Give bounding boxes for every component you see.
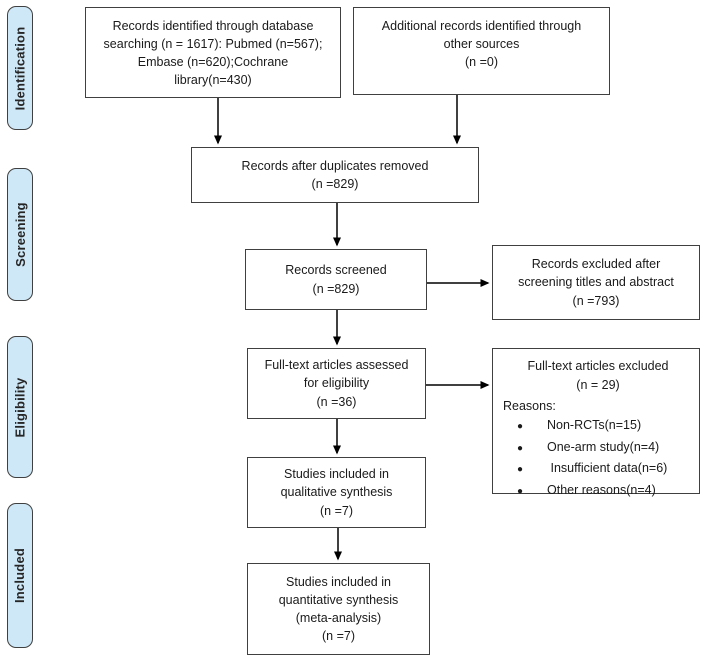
box-additional-records-text: Additional records identified through ot…: [381, 19, 582, 70]
box-qualitative-synthesis: Studies included in qualitative synthesi…: [247, 457, 426, 528]
box-database-records: Records identified through database sear…: [85, 7, 341, 98]
stage-included: Included: [7, 503, 33, 648]
reason-text: Insufficient data(n=6): [547, 461, 668, 476]
reason-item: ● One-arm study(n=4): [503, 437, 693, 459]
box-database-records-text: Records identified through database sear…: [103, 19, 323, 88]
box-quantitative-synthesis: Studies included in quantitative synthes…: [247, 563, 430, 655]
box-records-excluded: Records excluded after screening titles …: [492, 245, 700, 320]
reason-text: One-arm study(n=4): [547, 439, 660, 454]
box-after-duplicates-text: Records after duplicates removed (n =829…: [241, 158, 429, 191]
box-records-excluded-text: Records excluded after screening titles …: [518, 257, 674, 308]
reason-text: Non-RCTs(n=15): [547, 418, 642, 433]
reason-item: ● Non-RCTs(n=15): [503, 415, 693, 437]
bullet-icon: ●: [517, 421, 524, 433]
stage-identification: Identification: [7, 6, 33, 130]
stage-included-label: Included: [12, 547, 28, 604]
fulltext-excluded-reasons-label: Reasons:: [503, 398, 556, 413]
box-fulltext-excluded: Full-text articles excluded (n = 29) Rea…: [492, 348, 700, 497]
bullet-icon: ●: [517, 485, 524, 497]
box-records-screened-text: Records screened (n =829): [285, 263, 387, 296]
box-after-duplicates: Records after duplicates removed (n =829…: [191, 147, 479, 203]
box-quantitative-synthesis-text: Studies included in quantitative synthes…: [278, 574, 399, 644]
reason-item: ● Other reasons(n=4): [503, 480, 693, 502]
bullet-icon: ●: [517, 442, 524, 454]
reason-item: ● Insufficient data(n=6): [503, 458, 693, 480]
box-fulltext-assessed: Full-text articles assessed for eligibil…: [247, 348, 426, 419]
box-qualitative-synthesis-text: Studies included in qualitative synthesi…: [280, 467, 393, 518]
reason-text: Other reasons(n=4): [547, 482, 656, 497]
box-records-screened: Records screened (n =829): [245, 249, 427, 310]
stage-eligibility-label: Eligibility: [12, 377, 28, 437]
stage-eligibility: Eligibility: [7, 336, 33, 478]
box-fulltext-excluded-title: Full-text articles excluded (n = 29): [527, 359, 669, 392]
stage-screening: Screening: [7, 168, 33, 301]
stage-screening-label: Screening: [12, 202, 28, 267]
stage-identification-label: Identification: [12, 26, 28, 110]
box-additional-records: Additional records identified through ot…: [353, 7, 610, 95]
bullet-icon: ●: [517, 464, 524, 476]
box-fulltext-assessed-text: Full-text articles assessed for eligibil…: [264, 358, 409, 409]
